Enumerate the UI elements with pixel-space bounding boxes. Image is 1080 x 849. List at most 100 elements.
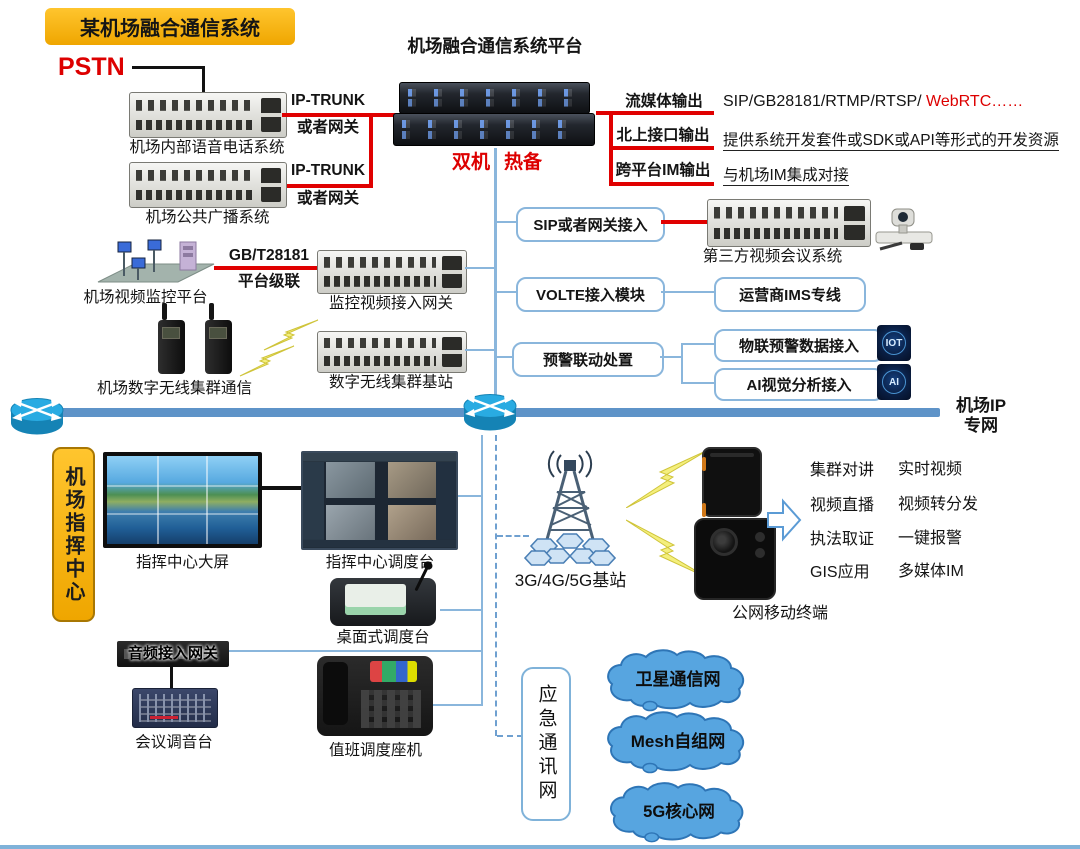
volte-box: VOLTE接入模块	[516, 277, 665, 312]
gateway-alt-label-1: 或者网关	[296, 119, 359, 136]
trunk-bs-label: 数字无线集群基站	[328, 374, 453, 391]
title-banner-label: 某机场融合通信系统	[80, 18, 260, 40]
stub-alert	[496, 356, 512, 358]
feature-item: 视频转分发	[898, 496, 979, 513]
cloud-mesh: Mesh自组网	[607, 711, 745, 774]
branch-duty-phone	[433, 704, 481, 706]
feature-item: GIS应用	[810, 564, 870, 581]
protocols-red: WebRTC……	[926, 93, 1024, 110]
alert-bracket-top	[681, 343, 714, 345]
pstn-label: PSTN	[58, 53, 125, 81]
stub-volte	[496, 291, 516, 293]
desktop-console-label: 桌面式调度台	[336, 629, 430, 646]
im-note: 与机场IM集成对接	[723, 167, 849, 186]
output-underline-3	[609, 182, 714, 186]
output-label-1: 流媒体输出	[625, 93, 703, 110]
alert-box: 预警联动处置	[512, 342, 664, 377]
ai-icon: AI	[877, 364, 911, 400]
output-label-3: 跨平台IM输出	[615, 162, 711, 179]
stub-sip	[496, 221, 516, 223]
lightning-icon	[626, 519, 708, 578]
walkie-talkie-icon	[158, 303, 185, 374]
ims-box: 运营商IMS专线	[714, 277, 866, 312]
feature-item: 一键报警	[898, 530, 963, 547]
branch-base-station	[497, 535, 529, 537]
walkie-talkie-icon	[205, 303, 232, 374]
ha-label-right: 热备	[504, 152, 543, 173]
feature-item: 集群对讲	[810, 462, 875, 479]
conference-camera-icon	[875, 208, 933, 251]
volte-ims-connector	[661, 291, 714, 293]
wireless-drop-line	[495, 435, 497, 736]
sdk-note: 提供系统开发套件或SDK或API等形式的开发资源	[723, 132, 1059, 151]
rugged-phone-icon	[702, 447, 762, 517]
broadcast-system-label: 机场公共广播系统	[145, 209, 270, 226]
wired-drop-line	[481, 435, 483, 706]
mobile-terminal-label: 公网移动终端	[731, 605, 828, 622]
cloud-5g: 5G核心网	[610, 782, 744, 843]
lightning-icon	[626, 450, 708, 508]
platform-title: 机场融合通信系统平台	[407, 36, 583, 56]
iptrunk-label-1: IP-TRUNK	[290, 92, 366, 109]
iptrunk-label-2: IP-TRUNK	[290, 162, 366, 179]
sip-red-connector	[661, 220, 708, 224]
duty-phone-device	[317, 656, 433, 736]
base-station-icon	[524, 450, 616, 566]
svg-text:5G核心网: 5G核心网	[643, 801, 715, 821]
pstn-connector-v	[202, 66, 205, 96]
feature-item: 多媒体IM	[898, 563, 964, 580]
voice-system-device	[129, 92, 287, 138]
big-screen-label: 指挥中心大屏	[135, 554, 229, 571]
output-underline-2	[609, 146, 714, 150]
gbt-red-line	[214, 266, 318, 270]
sip-access-box: SIP或者网关接入	[516, 207, 665, 242]
audio-gateway-label: 音频接入网关	[127, 645, 218, 662]
router-icon	[10, 398, 64, 435]
iot-box: 物联预警数据接入	[714, 329, 884, 362]
mixer-label: 会议调音台	[135, 734, 213, 751]
voice-system-label: 机场内部语音电话系统	[129, 139, 285, 156]
ip-network-label: 机场IP 专网	[955, 396, 1007, 436]
trunk-bs-connector	[465, 349, 495, 351]
dispatch-console	[301, 451, 458, 550]
base-station-label: 3G/4G/5G基站	[514, 571, 627, 590]
broadcast-system-device	[129, 162, 287, 208]
protocols-black: SIP/GB28181/RTMP/RTSP/	[723, 93, 927, 110]
title-banner: 某机场融合通信系统	[45, 8, 295, 45]
mixer-device	[132, 688, 218, 728]
ha-label-left: 双机	[451, 152, 490, 173]
output-label-2: 北上接口输出	[616, 127, 710, 144]
dispatch-console-label: 指挥中心调度台	[325, 554, 435, 571]
big-screen	[103, 452, 262, 548]
emergency-network-box: 应急通讯网	[521, 667, 571, 821]
audio-gateway-device	[117, 641, 229, 667]
conference-device	[707, 199, 871, 247]
iptrunk-line-2	[282, 184, 373, 188]
branch-emergency	[497, 735, 523, 737]
branch-audio-gw	[228, 650, 481, 652]
mixer-connector	[170, 667, 173, 688]
output-underline-1	[596, 111, 714, 115]
body-camera-icon	[694, 518, 776, 600]
iptrunk-line-1	[282, 113, 412, 117]
trunk-bs-device	[317, 331, 467, 373]
video-gateway-label: 监控视频接入网关	[328, 295, 453, 312]
iptrunk-line-v	[369, 113, 373, 188]
pstn-connector-h	[132, 66, 205, 69]
alert-bracket-v	[681, 343, 683, 384]
gbt-label: GB/T28181	[228, 247, 310, 264]
video-platform-icon	[97, 239, 215, 283]
platform-server-1	[399, 82, 590, 114]
conference-label: 第三方视频会议系统	[702, 248, 843, 265]
gateway-alt-label-2: 或者网关	[296, 190, 359, 207]
svg-text:卫星通信网: 卫星通信网	[636, 669, 721, 689]
flow-arrow-icon	[767, 498, 802, 542]
bottom-accent-bar	[0, 845, 1080, 849]
duty-phone-label: 值班调度座机	[328, 742, 422, 759]
cascade-label: 平台级联	[237, 273, 300, 290]
video-gw-connector	[465, 267, 495, 269]
screen-console-connector	[262, 486, 301, 490]
ai-box: AI视觉分析接入	[714, 368, 884, 401]
desktop-console	[330, 566, 436, 626]
